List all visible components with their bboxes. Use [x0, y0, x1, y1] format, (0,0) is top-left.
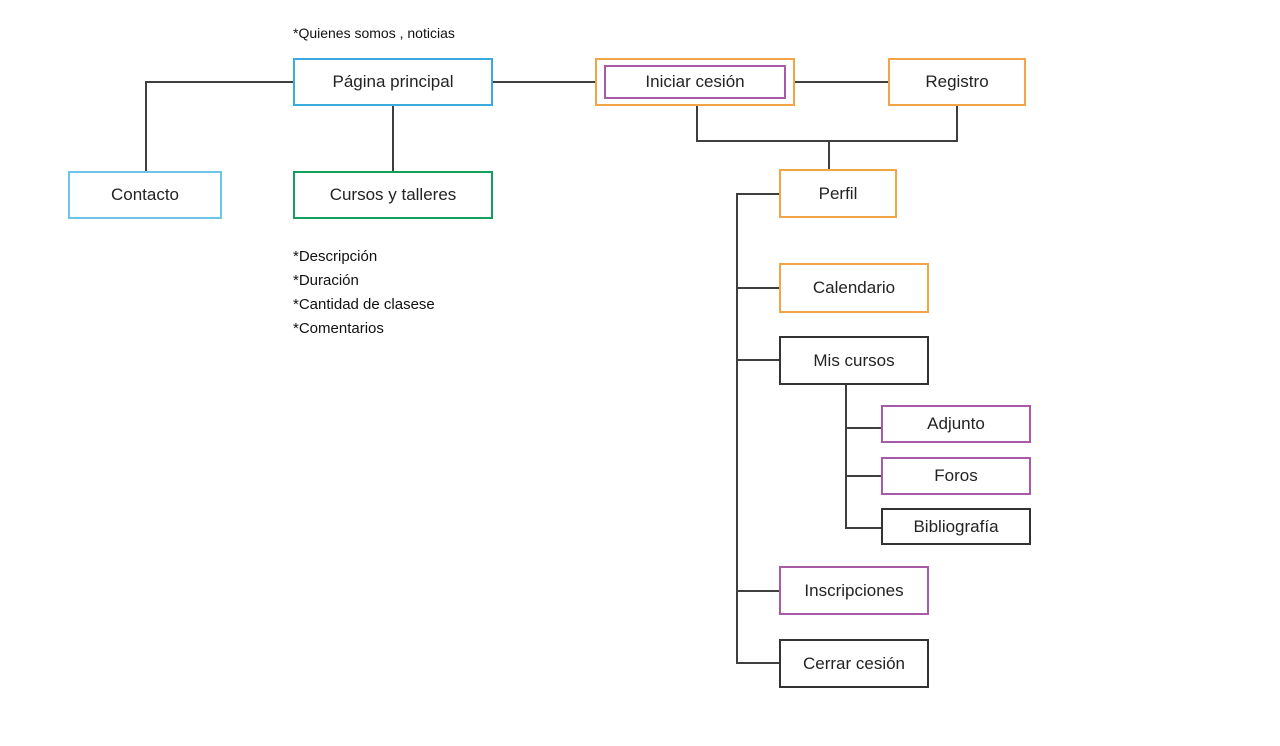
node-label: Mis cursos — [813, 350, 895, 370]
node-pagina-principal: Página principal — [293, 58, 493, 106]
connector-line — [828, 142, 830, 170]
connector-line — [145, 81, 147, 171]
connector-line — [847, 427, 881, 429]
node-label: Foros — [934, 466, 978, 485]
node-contacto: Contacto — [68, 171, 222, 219]
node-label: Calendario — [812, 278, 896, 297]
node-inscripciones: Inscripciones — [779, 566, 929, 615]
connector-line — [736, 193, 738, 664]
node-calendario: Calendario — [779, 263, 929, 313]
connector-line — [392, 104, 394, 171]
node-mis-cursos: Mis cursos — [779, 336, 929, 385]
connector-line — [795, 81, 888, 83]
connector-line — [696, 140, 958, 142]
node-label: Bibliografía — [913, 516, 999, 536]
node-label: Adjunto — [927, 414, 985, 433]
node-label: Registro — [925, 72, 989, 91]
node-label: Iniciar cesión — [645, 72, 745, 91]
node-bibliografia: Bibliografía — [881, 508, 1031, 545]
node-perfil: Perfil — [779, 169, 897, 218]
connector-line — [845, 385, 847, 529]
connector-line — [696, 106, 698, 142]
note-line-comentarios: *Comentarios — [293, 320, 384, 337]
node-cursos-y-talleres: Cursos y talleres — [293, 171, 493, 219]
connector-line — [847, 527, 881, 529]
node-iniciar-cesion-inner-frame: Iniciar cesión — [604, 65, 786, 99]
node-label: Cursos y talleres — [329, 185, 457, 204]
node-foros: Foros — [881, 457, 1031, 495]
node-label: Perfil — [818, 183, 858, 203]
connector-line — [145, 81, 295, 83]
connector-line — [738, 662, 780, 664]
note-line-descripcion: *Descripción — [293, 248, 378, 265]
node-adjunto: Adjunto — [881, 405, 1031, 443]
node-cerrar-cesion: Cerrar cesión — [779, 639, 929, 688]
note-line-cantidad: *Cantidad de clasese — [293, 296, 435, 313]
node-registro: Registro — [888, 58, 1026, 106]
node-iniciar-cesion: Iniciar cesión — [595, 58, 795, 106]
note-line-duracion: *Duración — [293, 272, 359, 289]
connector-line — [493, 81, 595, 83]
course-details-note: *Descripción *Duración *Cantidad de clas… — [293, 245, 435, 341]
node-label: Cerrar cesión — [802, 653, 906, 673]
note-quienes-somos: *Quienes somos , noticias — [293, 25, 455, 41]
node-label: Inscripciones — [804, 580, 904, 600]
connector-line — [738, 193, 780, 195]
connector-line — [738, 359, 780, 361]
node-label: Página principal — [332, 72, 454, 91]
connector-line — [956, 106, 958, 142]
connector-line — [738, 287, 780, 289]
connector-line — [847, 475, 881, 477]
node-label: Contacto — [110, 185, 180, 204]
connector-line — [738, 590, 780, 592]
